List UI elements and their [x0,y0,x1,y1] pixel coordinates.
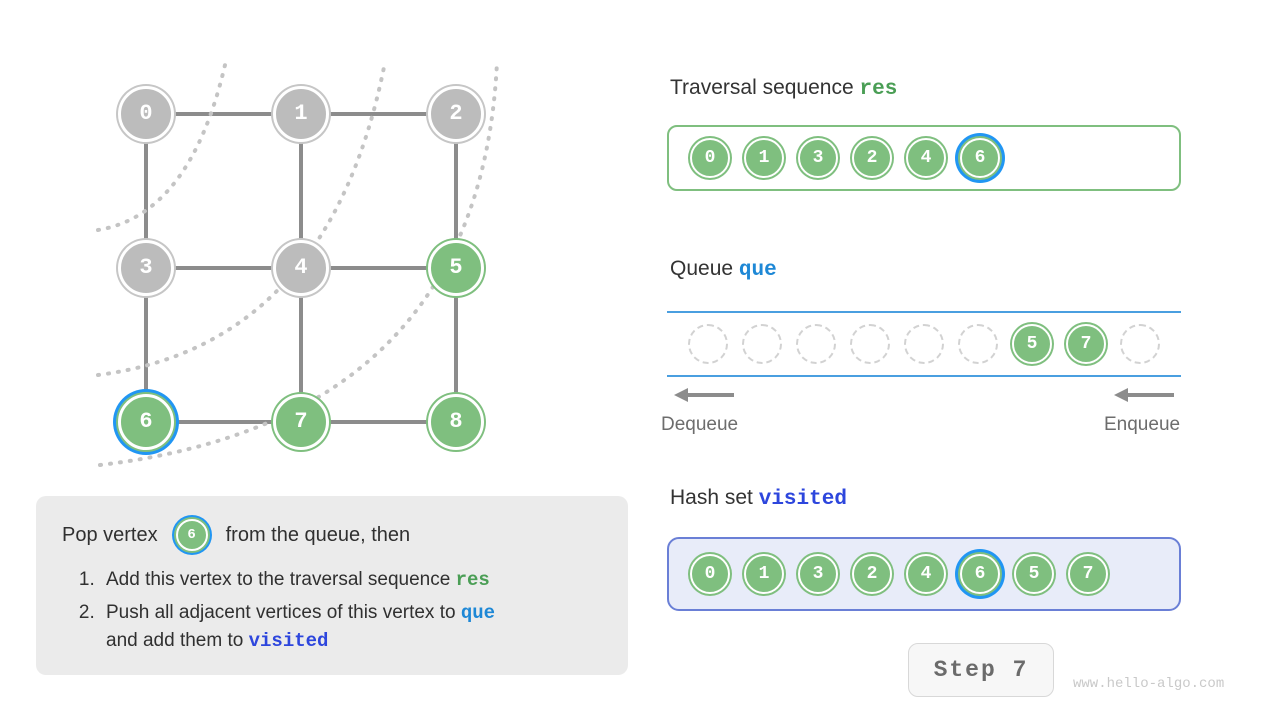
bfs-wavefront-layer [96,60,499,467]
visited-item-7[interactable]: 7 [1068,554,1108,594]
res-item-6[interactable]: 6 [960,138,1000,178]
queue-item-7[interactable]: 7 [1066,324,1106,364]
visited-item-1[interactable]: 1 [744,554,784,594]
res-item-2[interactable]: 2 [852,138,892,178]
dequeue-arrow-icon [674,388,734,402]
caption-step-2-keyword-visited: visited [248,630,329,653]
res-section-title: Traversal sequence res [670,76,897,101]
visited-cell: 3 [791,547,845,601]
wavefront-curve-2 [96,60,387,377]
graph-panel: 0 1 2 3 4 5 6 7 8 [0,0,640,500]
visited-item-5[interactable]: 5 [1014,554,1054,594]
visited-cell: 2 [845,547,899,601]
visited-cell: 7 [1061,547,1115,601]
visited-cell: 4 [899,547,953,601]
res-item-4[interactable]: 4 [906,138,946,178]
queue-empty-slot[interactable] [850,324,890,364]
visited-title-prefix: Hash set [670,486,753,509]
caption-line-1: Pop vertex 6 from the queue, then [62,518,602,552]
visited-cell: 1 [737,547,791,601]
queue-title-prefix: Queue [670,257,734,280]
res-item-1[interactable]: 1 [744,138,784,178]
queue-cell [843,317,897,371]
graph-edges-svg [96,60,499,467]
queue-cell: 7 [1059,317,1113,371]
visited-cell: 6 [953,547,1007,601]
queue-empty-slot[interactable] [904,324,944,364]
visited-cell: 0 [683,547,737,601]
queue-empty-slot[interactable] [742,324,782,364]
enqueue-label: Enqueue [1104,414,1181,435]
graph-node-5[interactable]: 5 [428,240,484,296]
visited-item-2[interactable]: 2 [852,554,892,594]
caption-step-1-keyword: res [455,569,490,591]
queue-title-keyword: que [738,259,777,282]
graph-node-4[interactable]: 4 [273,240,329,296]
graph-node-0[interactable]: 0 [118,86,174,142]
graph-node-2[interactable]: 2 [428,86,484,142]
res-cell: 0 [683,131,737,185]
visited-title-keyword: visited [758,488,847,511]
caption-box: Pop vertex 6 from the queue, then Add th… [36,496,628,675]
step-badge: Step 7 [908,643,1054,697]
visited-item-3[interactable]: 3 [798,554,838,594]
res-cell: 3 [791,131,845,185]
enqueue-arrow-icon [1114,388,1174,402]
queue-cell [735,317,789,371]
queue-cell [951,317,1005,371]
res-title-prefix: Traversal sequence [670,76,854,99]
queue-cell: 5 [1005,317,1059,371]
caption-step-2-keyword-que: que [460,601,496,624]
caption-step-2-text: Push all adjacent vertices of this verte… [106,601,456,623]
res-item-0[interactable]: 0 [690,138,730,178]
queue-arrow-row [664,385,1184,407]
queue-item-5[interactable]: 5 [1012,324,1052,364]
visited-cell: 5 [1007,547,1061,601]
queue-empty-slot[interactable] [1120,324,1160,364]
wavefront-curve-1 [96,63,227,232]
caption-step-list: Add this vertex to the traversal sequenc… [62,566,602,656]
watermark: www.hello-algo.com [1073,676,1225,692]
edge-layer [144,112,458,424]
res-cell: 1 [737,131,791,185]
visited-item-0[interactable]: 0 [690,554,730,594]
caption-prefix: Pop vertex [62,523,158,546]
res-cell: 4 [899,131,953,185]
graph-node-3[interactable]: 3 [118,240,174,296]
res-cell: 2 [845,131,899,185]
res-cell: 6 [953,131,1007,185]
queue-section-title: Queue que [670,257,777,282]
graph-node-8[interactable]: 8 [428,394,484,450]
wavefront-curve-3 [98,60,499,467]
caption-step-1: Add this vertex to the traversal sequenc… [100,566,602,595]
queue-empty-slot[interactable] [688,324,728,364]
visited-item-4[interactable]: 4 [906,554,946,594]
graph-node-1[interactable]: 1 [273,86,329,142]
visited-item-6[interactable]: 6 [960,554,1000,594]
queue-empty-slot[interactable] [796,324,836,364]
graph-node-6[interactable]: 6 [118,394,174,450]
res-title-keyword: res [859,78,898,101]
caption-vertex-badge: 6 [175,519,208,551]
caption-step-2-text-after: and add them to [106,630,244,652]
graph-node-7[interactable]: 7 [273,394,329,450]
dequeue-label: Dequeue [661,414,739,435]
caption-suffix: from the queue, then [225,523,411,546]
caption-step-1-text: Add this vertex to the traversal sequenc… [106,569,451,590]
visited-section-title: Hash set visited [670,486,847,511]
queue-cell [681,317,735,371]
queue-empty-slot[interactable] [958,324,998,364]
queue-cell [897,317,951,371]
res-item-3[interactable]: 3 [798,138,838,178]
queue-cell [1113,317,1167,371]
queue-cell [789,317,843,371]
caption-step-2: Push all adjacent vertices of this verte… [100,599,602,656]
